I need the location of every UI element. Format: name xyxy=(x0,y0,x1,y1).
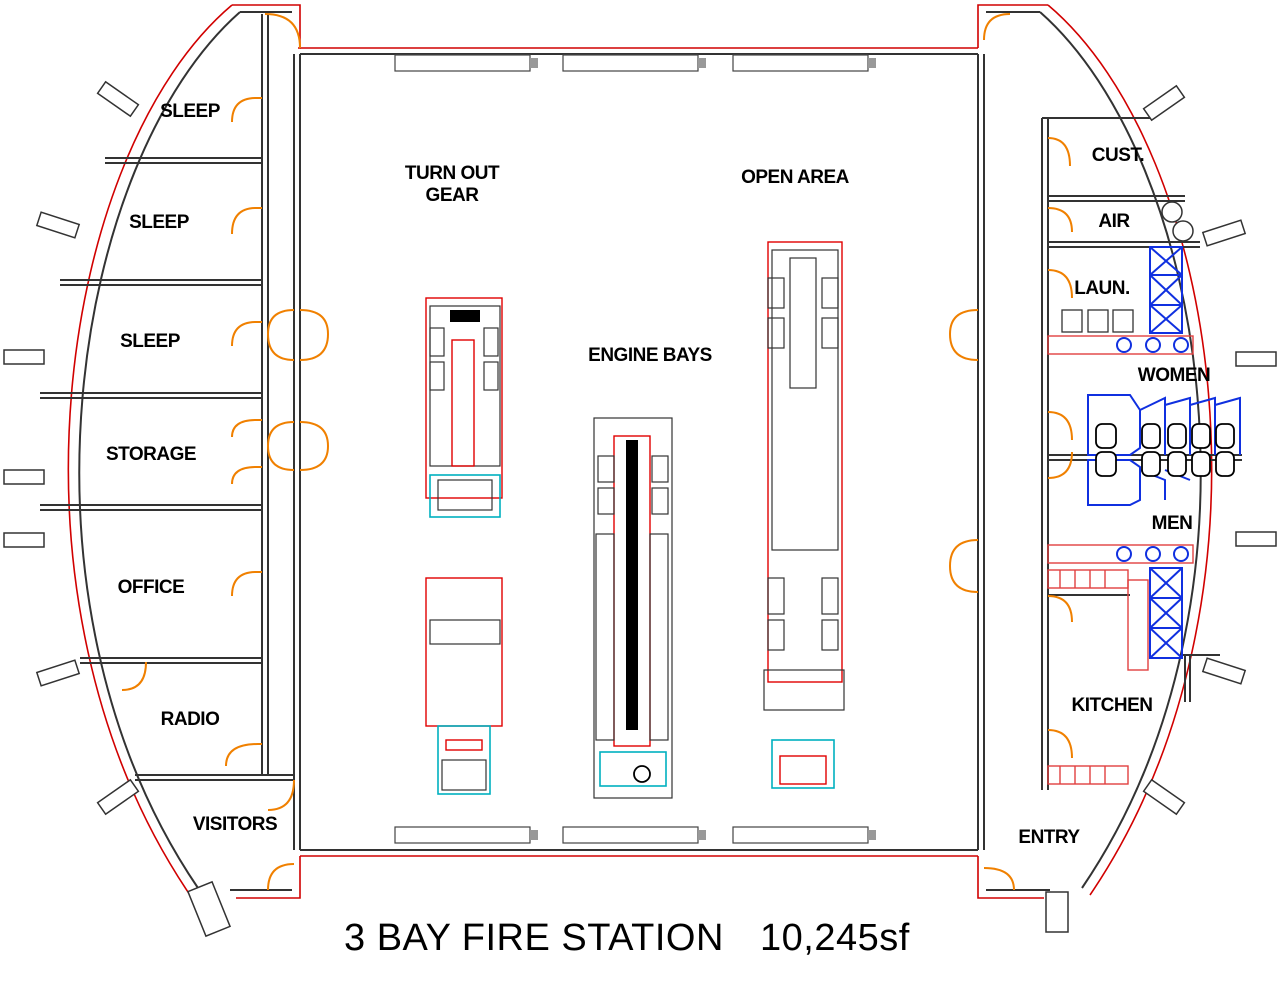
doors xyxy=(121,13,1073,891)
label-radio: RADIO xyxy=(161,709,220,730)
label-women: WOMEN xyxy=(1138,365,1210,386)
kitchen-counters xyxy=(1047,569,1149,785)
buttresses xyxy=(3,80,1277,816)
room-labels: SLEEP SLEEP SLEEP STORAGE OFFICE RADIO V… xyxy=(106,101,1211,848)
plan-area: 10,245sf xyxy=(760,917,910,959)
label-laun: LAUN. xyxy=(1074,278,1130,299)
plan-title: 3 BAY FIRE STATION xyxy=(344,917,724,959)
label-open-area: OPEN AREA xyxy=(741,167,850,188)
overhead-doors xyxy=(394,54,876,844)
label-air: AIR xyxy=(1098,211,1130,232)
label-entry: ENTRY xyxy=(1018,827,1080,848)
label-kitchen: KITCHEN xyxy=(1072,695,1153,716)
exterior-walls xyxy=(67,4,1213,938)
label-sleep-3: SLEEP xyxy=(120,331,181,352)
label-visitors: VISITORS xyxy=(193,814,277,835)
restroom-fixtures xyxy=(1047,201,1241,659)
label-turnout-gear-2: GEAR xyxy=(426,185,480,206)
left-wing-walls xyxy=(40,14,301,850)
label-sleep-1: SLEEP xyxy=(160,101,221,122)
vehicle-3 xyxy=(593,417,673,799)
label-engine-bays: ENGINE BAYS xyxy=(588,345,712,366)
vehicle-4 xyxy=(763,241,845,789)
label-sleep-2: SLEEP xyxy=(129,212,190,233)
label-cust: CUST. xyxy=(1092,145,1144,166)
label-office: OFFICE xyxy=(118,577,185,598)
label-storage: STORAGE xyxy=(106,444,196,465)
label-men: MEN xyxy=(1152,513,1193,534)
vehicle-2 xyxy=(425,577,503,795)
vehicle-1 xyxy=(425,297,503,518)
label-turnout-gear-1: TURN OUT xyxy=(405,163,500,184)
